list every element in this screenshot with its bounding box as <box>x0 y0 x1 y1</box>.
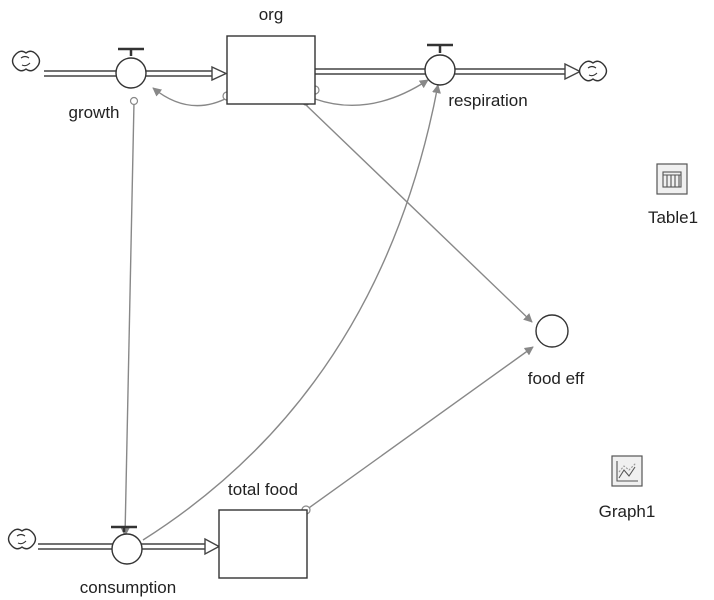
stock-org-label: org <box>259 5 284 24</box>
respiration-sink-cloud-icon <box>578 60 608 82</box>
connector-total-food-to-food-eff[interactable] <box>305 346 534 511</box>
respiration-valve-icon <box>427 43 453 53</box>
converter-food-eff-label: food eff <box>528 369 585 388</box>
table-tool-label: Table1 <box>648 208 698 227</box>
growth-source-cloud-icon <box>11 50 41 72</box>
graph-tool-label: Graph1 <box>599 502 656 521</box>
connector-org-to-food-eff[interactable] <box>305 104 533 323</box>
graph-tool[interactable]: Graph1 <box>599 455 656 521</box>
connector-growth-to-consumption[interactable] <box>120 101 135 537</box>
converter-food-eff[interactable]: food eff <box>528 314 585 388</box>
connector-org-to-growth[interactable] <box>152 87 230 107</box>
stock-total-food-label: total food <box>228 480 298 499</box>
growth-valve-icon <box>118 47 144 56</box>
flow-consumption[interactable]: consumption <box>80 525 176 597</box>
consumption-valve-icon <box>111 525 137 532</box>
consumption-source-cloud-icon <box>7 528 37 550</box>
table-tool[interactable]: Table1 <box>648 163 698 227</box>
flow-consumption-label: consumption <box>80 578 176 597</box>
port-growth <box>129 96 139 106</box>
stock-org[interactable]: org <box>226 5 316 105</box>
flow-growth[interactable]: growth <box>68 47 147 122</box>
stock-total-food[interactable]: total food <box>218 480 308 579</box>
connectors <box>120 79 534 541</box>
flow-respiration[interactable]: respiration <box>424 43 528 110</box>
flow-respiration-label: respiration <box>448 91 527 110</box>
graph-icon <box>616 461 638 482</box>
connector-consumption-to-respiration[interactable] <box>142 84 441 541</box>
table-icon <box>662 171 682 188</box>
connector-org-to-respiration[interactable] <box>314 79 429 107</box>
flow-growth-label: growth <box>68 103 119 122</box>
connector-ports <box>129 85 320 515</box>
